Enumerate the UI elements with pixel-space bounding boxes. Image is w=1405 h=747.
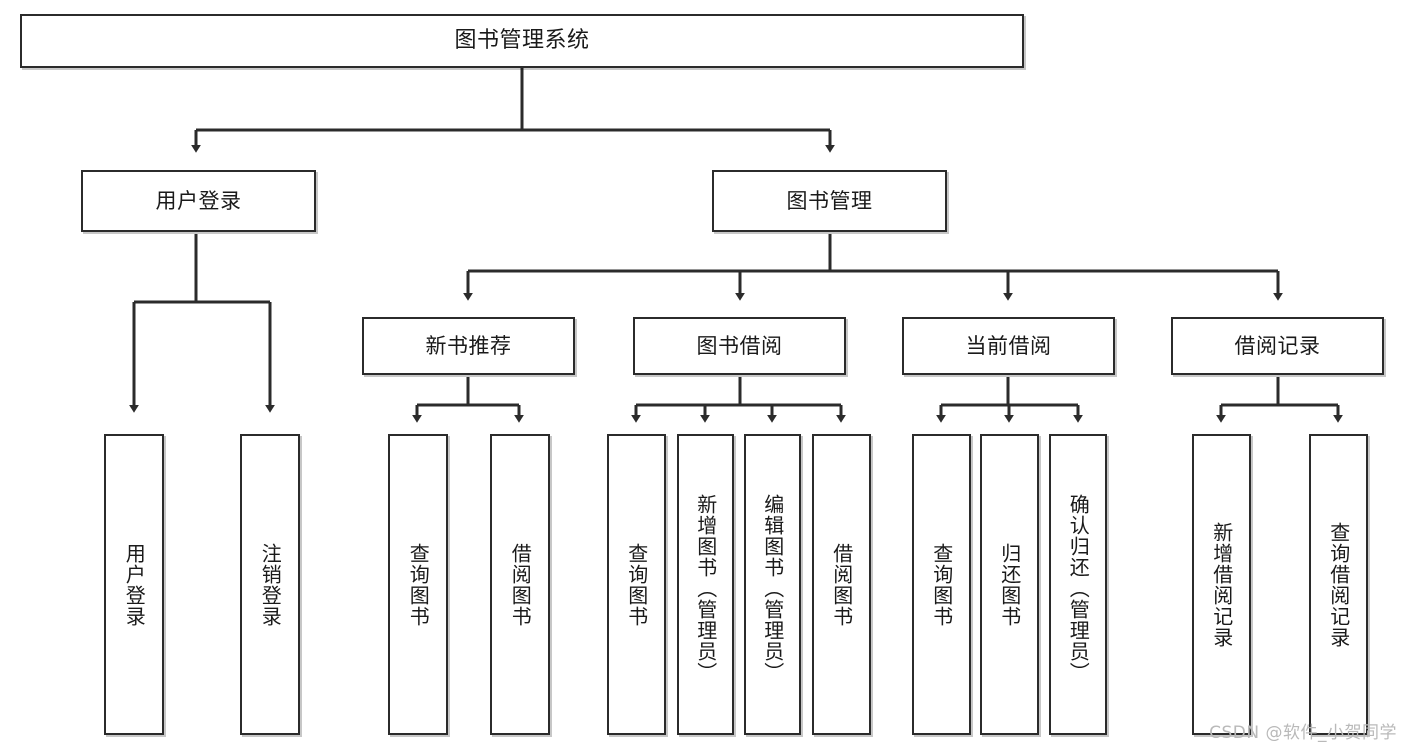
- node-leaf-logout[interactable]: 注销登录: [240, 434, 300, 735]
- node-user-login[interactable]: 用户登录: [81, 170, 316, 232]
- node-book-borrow[interactable]: 图书借阅: [633, 317, 846, 375]
- node-leaf-return-book[interactable]: 归还图书: [980, 434, 1039, 735]
- node-user-login-label: 用户登录: [155, 188, 242, 213]
- node-leaf-query-record-label: 查询借阅记录: [1326, 521, 1351, 648]
- node-leaf-edit-book-admin[interactable]: 编辑图书（管理员）: [744, 434, 801, 735]
- node-root[interactable]: 图书管理系统: [20, 14, 1024, 68]
- node-leaf-query-book-c-label: 查询图书: [929, 542, 954, 627]
- node-leaf-query-book-c[interactable]: 查询图书: [912, 434, 971, 735]
- node-book-manage-label: 图书管理: [786, 188, 873, 213]
- node-root-label: 图书管理系统: [454, 28, 590, 54]
- node-leaf-user-login[interactable]: 用户登录: [104, 434, 164, 735]
- node-leaf-borrow-book-b-label: 借阅图书: [829, 542, 854, 627]
- node-leaf-add-book-admin[interactable]: 新增图书（管理员）: [677, 434, 734, 735]
- node-leaf-add-record[interactable]: 新增借阅记录: [1192, 434, 1251, 735]
- node-leaf-query-book-b-label: 查询图书: [624, 542, 649, 627]
- watermark: CSDN @软件_小贺同学: [1209, 723, 1397, 743]
- node-leaf-add-record-label: 新增借阅记录: [1209, 521, 1234, 648]
- node-borrow-record[interactable]: 借阅记录: [1171, 317, 1384, 375]
- node-leaf-return-book-label: 归还图书: [997, 542, 1022, 627]
- node-leaf-edit-book-admin-label: 编辑图书（管理员）: [760, 494, 785, 683]
- node-book-manage[interactable]: 图书管理: [712, 170, 947, 232]
- node-book-borrow-label: 图书借阅: [696, 333, 783, 358]
- node-leaf-confirm-return-admin-label: 确认归还（管理员）: [1066, 494, 1091, 683]
- node-leaf-logout-label: 注销登录: [258, 542, 283, 627]
- node-new-book-rec-label: 新书推荐: [425, 333, 512, 358]
- node-leaf-add-book-admin-label: 新增图书（管理员）: [693, 494, 718, 683]
- node-borrow-record-label: 借阅记录: [1234, 333, 1321, 358]
- node-leaf-borrow-book-a[interactable]: 借阅图书: [490, 434, 550, 735]
- node-leaf-query-record[interactable]: 查询借阅记录: [1309, 434, 1368, 735]
- node-leaf-confirm-return-admin[interactable]: 确认归还（管理员）: [1049, 434, 1107, 735]
- node-leaf-query-book-a-label: 查询图书: [406, 542, 431, 627]
- node-current-borrow[interactable]: 当前借阅: [902, 317, 1115, 375]
- node-leaf-query-book-b[interactable]: 查询图书: [607, 434, 666, 735]
- node-current-borrow-label: 当前借阅: [965, 333, 1052, 358]
- node-leaf-borrow-book-a-label: 借阅图书: [508, 542, 533, 627]
- node-leaf-borrow-book-b[interactable]: 借阅图书: [812, 434, 871, 735]
- node-leaf-user-login-label: 用户登录: [122, 542, 147, 627]
- node-leaf-query-book-a[interactable]: 查询图书: [388, 434, 448, 735]
- node-new-book-rec[interactable]: 新书推荐: [362, 317, 575, 375]
